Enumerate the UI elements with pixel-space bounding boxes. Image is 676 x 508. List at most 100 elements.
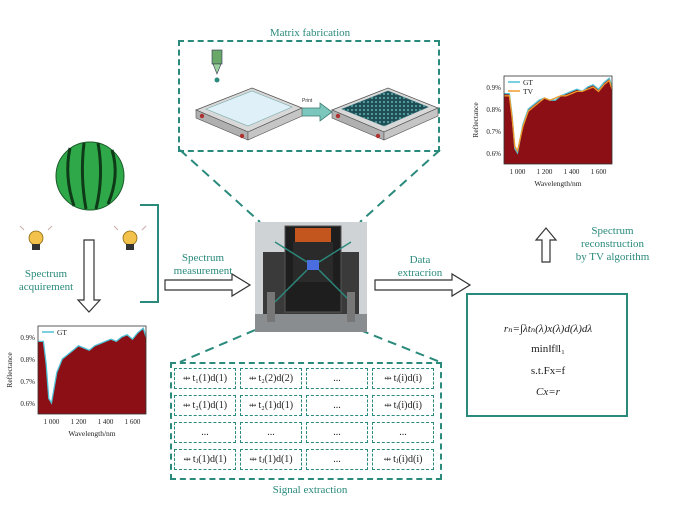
matrix-cell: ⇹tⱼ(i)d(i)	[372, 449, 434, 470]
photodiode-icon: ⇹	[383, 454, 392, 464]
data-extraction-label: Data extracrion	[397, 254, 443, 279]
matrix-cell-text: ...	[333, 373, 341, 384]
matrix-cell: ⇹t₂(1)d(1)	[174, 395, 236, 416]
matrix-cell-text: tᵢ(i)d(i)	[393, 373, 422, 384]
y-tick-label: 0.8%	[20, 356, 35, 364]
dash-line-right-bottom	[359, 329, 441, 363]
device-photo	[255, 222, 367, 332]
x-tick-label: 1 000	[44, 418, 60, 426]
lamp-icon-right	[113, 225, 147, 250]
matrix-cell-text: t₁(1)d(1)	[192, 373, 228, 384]
signal-extraction-label: Signal extraction	[272, 484, 348, 496]
nozzle-icon	[211, 49, 223, 83]
blank-substrate	[194, 87, 304, 141]
matrix-cell: ...	[306, 422, 368, 443]
x-axis-label: Wavelength/nm	[534, 179, 581, 188]
photodiode-icon: ⇹	[249, 454, 257, 464]
arrow-spectrum-acquirement	[76, 239, 102, 313]
dash-line-left-top	[179, 149, 261, 223]
photodiode-icon: ⇹	[183, 454, 191, 464]
y-tick-label: 0.7%	[486, 128, 501, 136]
arrow-print	[299, 102, 333, 122]
photodiode-icon: ⇹	[248, 373, 257, 383]
matrix-cell: ⇹tⱼ(1)d(1)	[174, 449, 236, 470]
matrix-cell: ...	[306, 449, 368, 470]
plot-frame	[503, 75, 613, 165]
matrix-cell: ⇹t₂(2)d(2)	[240, 368, 302, 389]
equations-box	[466, 293, 628, 417]
spectrum-acquirement-label: Spectrum acquirement	[18, 268, 74, 293]
equation-integral: rₙ=∫λtₙ(λ)x(λ)d(λ)dλ	[503, 323, 593, 335]
matrix-cell: ...	[372, 422, 434, 443]
y-axis-label: Reflectance	[471, 102, 480, 138]
equation-min: min‖f‖l₁	[531, 343, 565, 355]
photodiode-icon: ⇹	[384, 400, 392, 410]
y-axis-label: Reflectance	[5, 352, 14, 388]
matrix-cell: ⇹tᵢ(i)d(i)	[372, 368, 434, 389]
matrix-cell: ⇹t₁(1)d(1)	[174, 368, 236, 389]
matrix-cell-text: tᵢ(i)d(i)	[393, 400, 422, 411]
matrix-cell: ...	[306, 368, 368, 389]
photodiode-icon: ⇹	[182, 373, 191, 383]
x-tick-label: 1 400	[564, 168, 580, 176]
matrix-cell-text: ...	[399, 427, 407, 438]
dash-line-left-bottom	[179, 329, 256, 363]
arrow-spectrum-measurement	[164, 272, 252, 298]
spectrum-measurement-label: Spectrum measurement	[173, 252, 233, 277]
matrix-cell: ...	[306, 395, 368, 416]
matrix-cell-text: ...	[333, 427, 341, 438]
equation-cx: Cx=r	[536, 386, 560, 398]
legend-label: TV	[523, 87, 534, 96]
x-tick-label: 1 000	[510, 168, 526, 176]
x-tick-label: 1 200	[537, 168, 553, 176]
print-label: Print	[302, 98, 313, 104]
sensor-chip-icon	[307, 260, 319, 270]
matrix-cell: ⇹t₂(1)d(1)	[240, 395, 302, 416]
x-tick-label: 1 400	[98, 418, 114, 426]
matrix-cell-text: t₂(2)d(2)	[258, 373, 294, 384]
matrix-cell-text: t₂(1)d(1)	[192, 400, 228, 411]
arrow-spectrum-reconstruction	[534, 227, 558, 263]
arrow-data-extraction	[374, 272, 472, 298]
spectrum-reconstruction-label: Spectrum reconstruction by TV algorithm	[575, 225, 650, 263]
x-axis-label: Wavelength/nm	[68, 429, 115, 438]
fabrication-illustration	[194, 49, 440, 141]
matrix-cell-text: ...	[333, 400, 341, 411]
matrix-fabrication-title: Matrix fabrication	[250, 27, 370, 40]
x-tick-label: 1 600	[125, 418, 141, 426]
photodiode-icon: ⇹	[182, 400, 191, 410]
signal-matrix-grid: ⇹t₁(1)d(1)⇹t₂(2)d(2)...⇹tᵢ(i)d(i)⇹t₂(1)d…	[174, 368, 438, 476]
series-line-tv	[504, 79, 613, 153]
photodiode-icon: ⇹	[384, 373, 392, 383]
y-tick-label: 0.7%	[20, 378, 35, 386]
y-tick-label: 0.6%	[20, 400, 35, 408]
legend-label: GT	[57, 328, 67, 337]
dash-line-right-top	[359, 149, 441, 223]
y-tick-label: 0.8%	[486, 106, 501, 114]
photodiode-icon: ⇹	[248, 400, 257, 410]
matrix-fabrication-box	[178, 40, 440, 152]
printed-substrate	[330, 87, 440, 141]
matrix-cell-text: tⱼ(i)d(i)	[393, 454, 423, 465]
y-tick-label: 0.9%	[486, 84, 501, 92]
area-fill	[504, 78, 612, 164]
y-tick-label: 0.6%	[486, 150, 501, 158]
area-fill	[38, 328, 146, 414]
matrix-cell: ...	[174, 422, 236, 443]
matrix-cell: ⇹tⱼ(1)d(1)	[240, 449, 302, 470]
lamp-icon-left	[19, 225, 53, 250]
series-line-gt	[504, 77, 613, 155]
plot-frame	[37, 325, 147, 415]
legend-label: GT	[523, 78, 533, 87]
bracket-source	[140, 204, 159, 303]
series-line-gt	[38, 327, 147, 405]
matrix-cell-text: tⱼ(1)d(1)	[258, 454, 293, 465]
matrix-cell: ...	[240, 422, 302, 443]
matrix-cell-text: ...	[201, 427, 209, 438]
matrix-cell: ⇹tᵢ(i)d(i)	[372, 395, 434, 416]
matrix-cell-text: ...	[267, 427, 275, 438]
x-tick-label: 1 200	[71, 418, 87, 426]
